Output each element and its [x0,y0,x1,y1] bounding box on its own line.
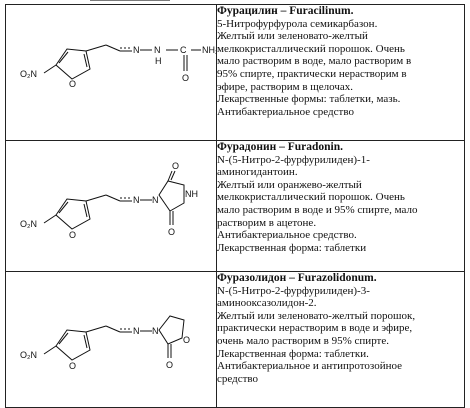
compound-name-ru: Фуразолидон [217,272,287,284]
furadonin-nh-label: NH [185,189,198,199]
structure-cell-furadonin: O₂N O N N NH O O [5,140,217,272]
compound-title-furadonin: Фурадонин – Furadonin. [217,141,464,154]
compound-monograph-table: O₂N O N N H C NH₂ O Фурацилин – Furacili… [5,4,465,408]
appearance-line: Желтый или оранжево-желтый [217,178,362,191]
chemical-name-line: N-(5-Нитро-2-фурфурилиден)-3- [217,284,370,297]
appearance-line: мало растворим в воде, мало растворим в [217,55,412,68]
appearance-line: мало растворим в воде и 95% спирте, мало [217,203,418,216]
compound-title-furacilin: Фурацилин – Furacilinum. [217,5,464,18]
appearance-line: Желтый или зеленовато-желтый [217,30,368,43]
name-separator: – [277,5,290,17]
furadonin-n1-label: N [133,195,140,205]
compound-name-lat: Furadonin. [287,141,344,153]
furadonin-n2-label: N [152,195,159,205]
pharmacological-action: Антибактериальное средство [217,105,354,118]
name-separator: – [276,141,288,153]
appearance-line: мелкокристаллический порошок. Очень [217,42,405,55]
dosage-forms: Лекарственная форма: таблетки. [217,347,369,360]
structure-cell-furacilin: O₂N O N N H C NH₂ O [5,4,217,141]
cropped-previous-row-edge [90,0,170,4]
description-cell-furadonin: Фурадонин – Furadonin. N-(5-Нитро-2-фурф… [216,140,465,272]
furacilin-carbon-label: C [180,45,187,55]
pharmacological-action-line: Антибактериальное и антипротозойное [217,360,402,373]
chemical-name-line: N-(5-Нитро-2-фурфурилиден)-1- [217,153,370,166]
appearance-line: мелкокристаллический порошок. Очень [217,191,405,204]
name-separator: – [286,272,298,284]
compound-row-furadonin: O₂N O N N NH O O Фурадонин – Furadonin. … [5,140,465,272]
furazolidone-oxazolidine-oxygen-label: O [183,335,190,345]
chemical-name: 5-Нитрофурфурола семикарбазон. [217,17,378,30]
furacilin-n1-label: N [133,45,140,55]
appearance-line: эфире, растворим в щелочах. [217,80,354,93]
appearance-line: 95% спирте, практически нерастворим в [217,67,407,80]
structure-furadonin: O₂N O N N NH O O [20,161,198,240]
chemical-name-line: аминогидантоин. [217,166,298,179]
furazolidone-n1-label: N [133,326,140,336]
appearance-line: практически нерастворим в воде и эфире, [217,322,413,335]
furazolidone-ring-oxygen-label: O [69,361,76,371]
pharmacological-action: Антибактериальное средство. [217,229,357,242]
compound-row-furacilin: O₂N O N N H C NH₂ O Фурацилин – Furacili… [5,4,465,141]
furazolidone-n2-label: N [152,326,159,336]
appearance-line: очень мало растворим в 95% спирте. [217,334,389,347]
chemical-name-line: аминооксазолидон-2. [217,297,317,310]
furacilin-nitro-label: O₂N [20,69,37,79]
compound-name-ru: Фурацилин [217,5,278,17]
compound-name-ru: Фурадонин [217,141,277,153]
structure-cell-furazolidone: O₂N O N N O O [5,271,217,408]
appearance-line: растворим в ацетоне. [217,216,317,229]
compound-name-lat: Furazolidonum. [297,272,377,284]
furazolidone-nitro-label: O₂N [20,350,37,360]
structure-furazolidone: O₂N O N N O O [20,315,190,371]
dosage-forms: Лекарственная форма: таблетки [217,241,367,254]
compound-row-furazolidone: O₂N O N N O O Фуразолидон – Furazolidonu… [5,271,465,408]
compound-title-furazolidone: Фуразолидон – Furazolidonum. [217,272,464,285]
furacilin-carbonyl-oxygen-label: O [182,73,189,83]
furacilin-nh2-label: NH₂ [202,45,216,55]
pharmacological-action-line: средство [217,372,259,385]
furacilin-ring-oxygen-label: O [69,79,76,89]
furazolidone-carbonyl-oxygen-label: O [166,360,173,370]
dosage-forms: Лекарственные формы: таблетки, мазь. [217,93,401,106]
description-cell-furazolidone: Фуразолидон – Furazolidonum. N-(5-Нитро-… [216,271,465,408]
furadonin-oxygen-top-label: O [172,161,179,171]
furadonin-oxygen-bottom-label: O [168,227,175,237]
appearance-line: Желтый или зеленовато-желтый порошок, [217,309,416,322]
structure-furacilin: O₂N O N N H C NH₂ O [20,44,216,89]
furacilin-n2-label: N [154,45,161,55]
description-cell-furacilin: Фурацилин – Furacilinum. 5-Нитрофурфурол… [216,4,465,141]
furadonin-ring-oxygen-label: O [69,230,76,240]
furacilin-h-label: H [155,56,162,66]
furadonin-nitro-label: O₂N [20,219,37,229]
compound-name-lat: Furacilinum. [289,5,354,17]
